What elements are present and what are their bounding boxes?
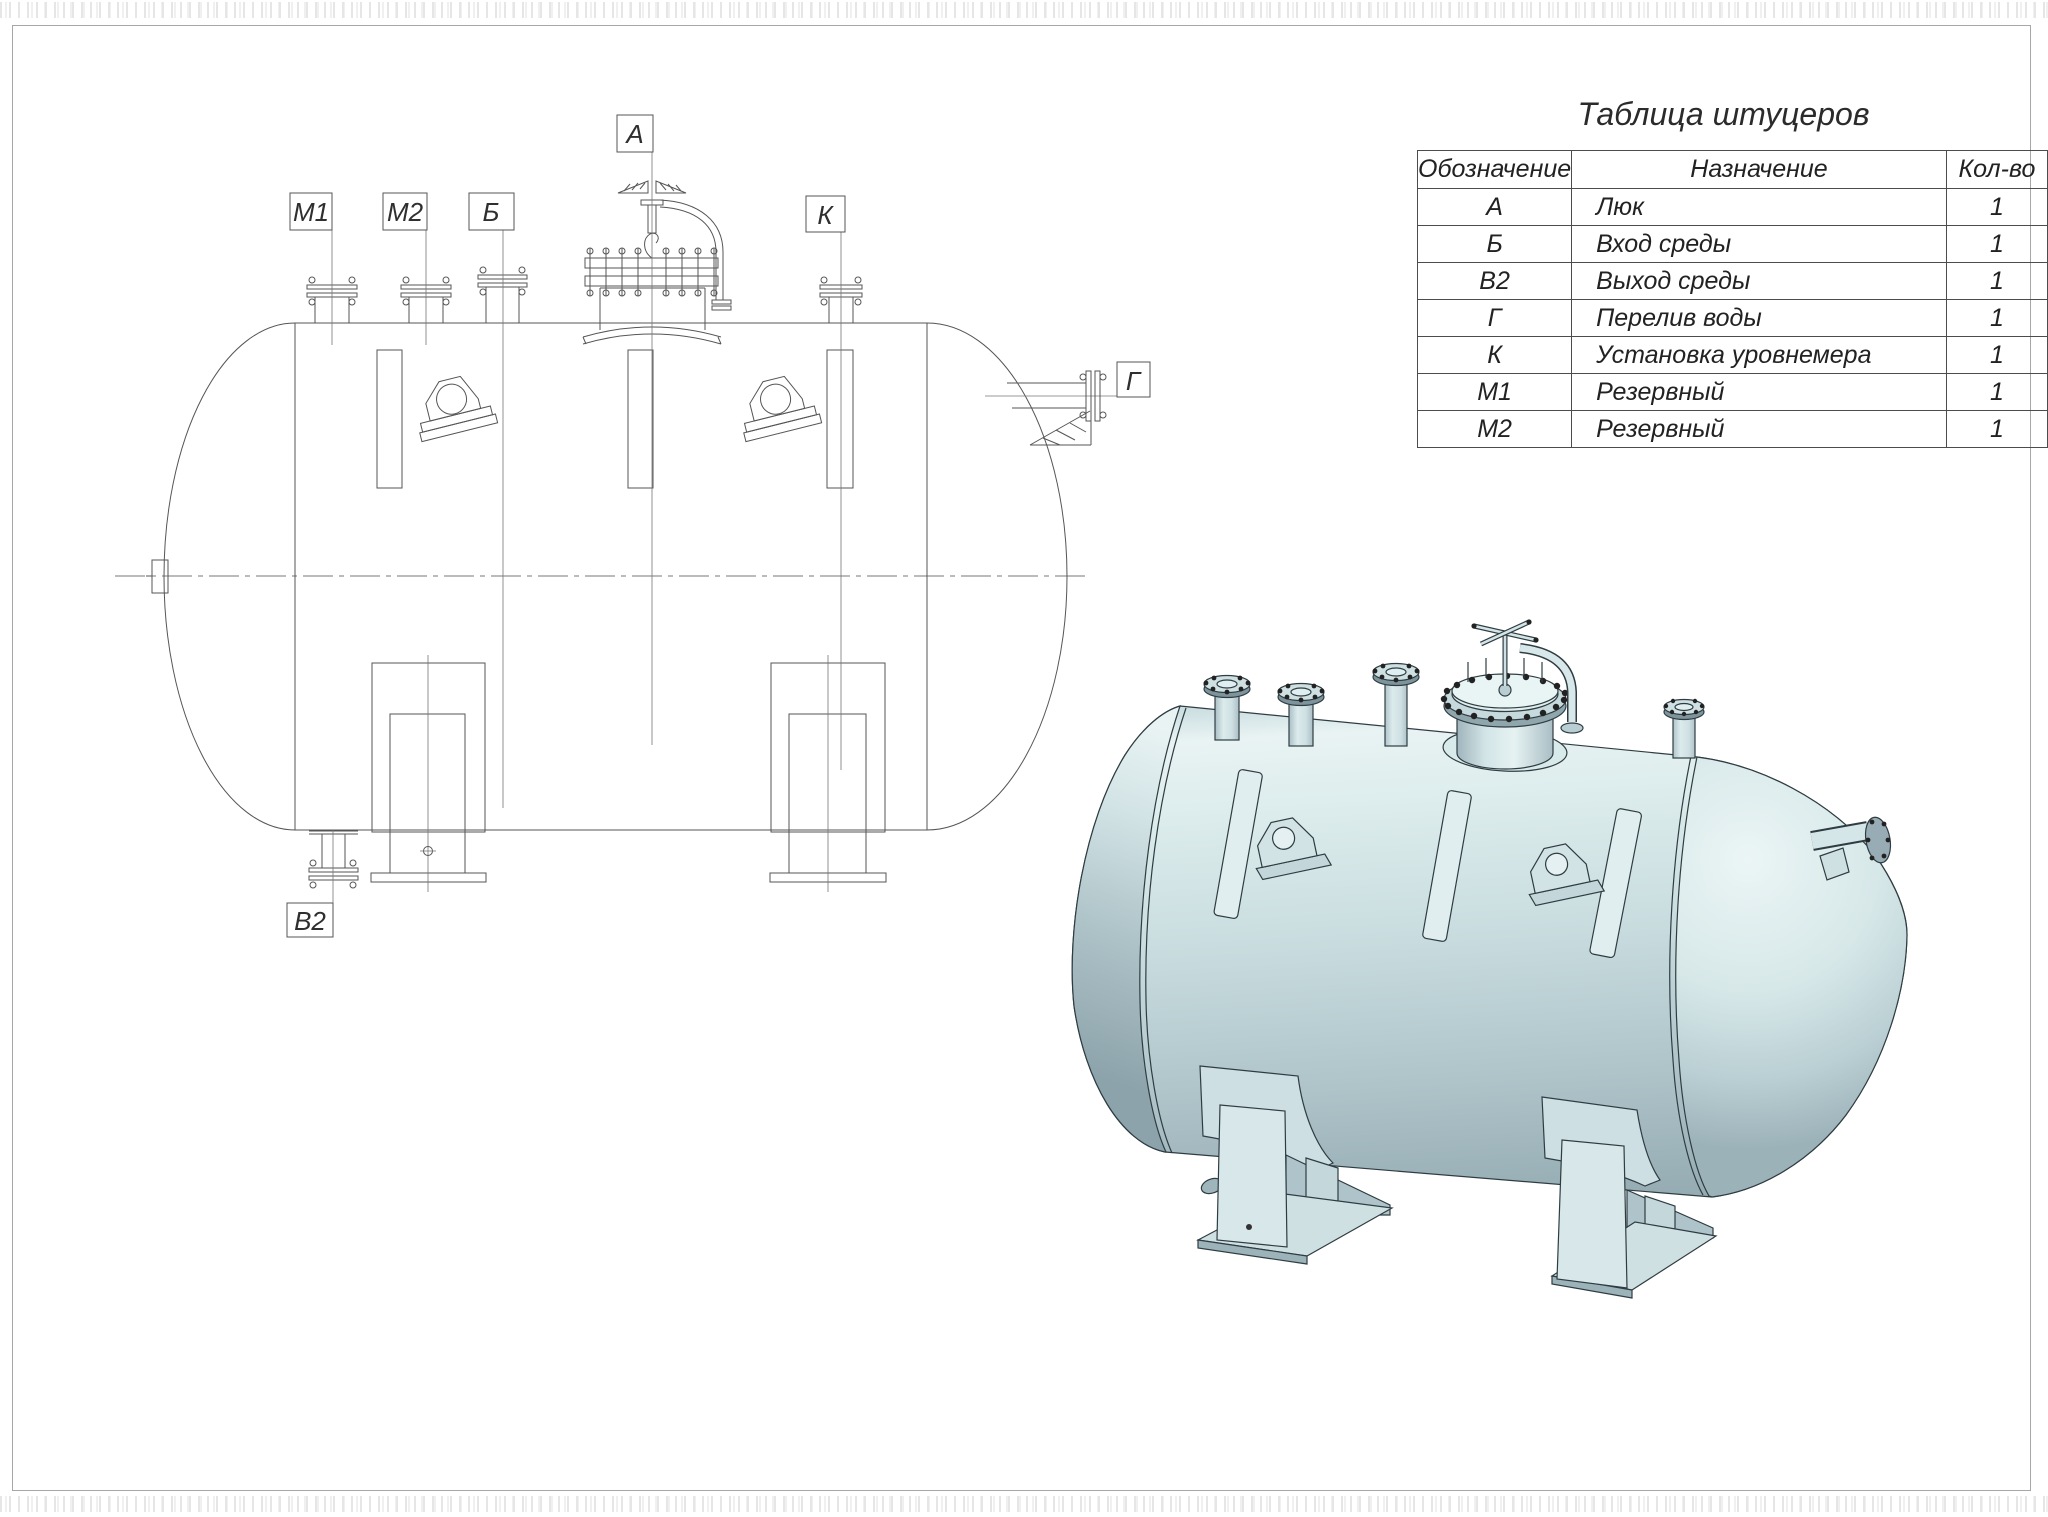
nozzle-m2-2d bbox=[400, 230, 452, 345]
2d-vessel-drawing: М1 М2 Б А К Г В2 bbox=[115, 114, 1151, 938]
nozzle-m1-2d bbox=[306, 230, 358, 345]
nozzle-v2-2d bbox=[308, 830, 359, 903]
label-boxes-2d bbox=[286, 114, 1151, 938]
nozzle-table-title: Таблица штуцеров bbox=[1577, 96, 1870, 132]
label-texts-2d: М1 М2 Б А К Г В2 bbox=[293, 119, 1142, 936]
label-a: А bbox=[624, 119, 643, 149]
label-v2: В2 bbox=[294, 906, 326, 936]
page-frame bbox=[12, 25, 2031, 1491]
nozzle-m1-3d bbox=[1203, 674, 1251, 741]
weld-seam-right bbox=[1669, 755, 1704, 1196]
davit-handle-3d bbox=[1471, 619, 1539, 647]
col-designation: Обозначение bbox=[1416, 150, 1573, 189]
vessel-shell-2d bbox=[146, 322, 1068, 831]
label-b: Б bbox=[483, 197, 500, 227]
nozzle-m2-3d bbox=[1277, 682, 1325, 747]
3d-vessel-render bbox=[1071, 619, 1908, 1299]
table-header-row: Обозначение Назначение Кол-во bbox=[1416, 150, 2048, 189]
col-qty: Кол-во bbox=[1945, 150, 2048, 189]
manhole-bolts-3d bbox=[1440, 672, 1569, 723]
weld-seam-left bbox=[1145, 707, 1187, 1154]
lifting-lug-2d bbox=[419, 375, 499, 443]
wear-strip-2d bbox=[376, 349, 403, 489]
saddle-2d bbox=[370, 655, 487, 892]
head-left-3d bbox=[1071, 705, 1181, 1153]
lifting-lug-2d bbox=[743, 375, 823, 443]
lifting-lug-3d bbox=[1255, 817, 1333, 881]
label-k: К bbox=[817, 200, 834, 230]
wear-strip-2d bbox=[826, 349, 854, 489]
label-g: Г bbox=[1126, 366, 1142, 396]
manhole-a-3d bbox=[1440, 619, 1584, 772]
manhole-a-2d bbox=[582, 152, 732, 745]
nozzle-k-2d bbox=[819, 232, 863, 770]
nozzle-k-3d bbox=[1663, 698, 1705, 759]
scan-noise-top bbox=[0, 2, 2048, 18]
saddle-3d bbox=[1541, 1096, 1718, 1299]
scan-noise-bottom bbox=[0, 1496, 2048, 1512]
col-purpose: Назначение bbox=[1571, 150, 1947, 189]
wear-strip-2d bbox=[627, 349, 654, 489]
nozzle-b-3d bbox=[1372, 662, 1420, 747]
saddle-3d bbox=[1196, 1065, 1394, 1265]
lifting-lug-3d bbox=[1528, 843, 1606, 907]
manhole-vent-pipe-2d bbox=[659, 199, 732, 311]
nozzle-g-3d bbox=[1810, 816, 1892, 881]
nozzle-g-2d bbox=[985, 370, 1117, 446]
manhole-bolts-2d bbox=[586, 247, 718, 297]
label-m1: М1 bbox=[293, 197, 329, 227]
label-m2: М2 bbox=[387, 197, 424, 227]
wear-strips-3d bbox=[1213, 769, 1642, 959]
saddle-2d bbox=[769, 655, 887, 892]
vent-pipe-3d bbox=[1519, 643, 1584, 734]
nozzle-b-2d bbox=[477, 230, 528, 808]
